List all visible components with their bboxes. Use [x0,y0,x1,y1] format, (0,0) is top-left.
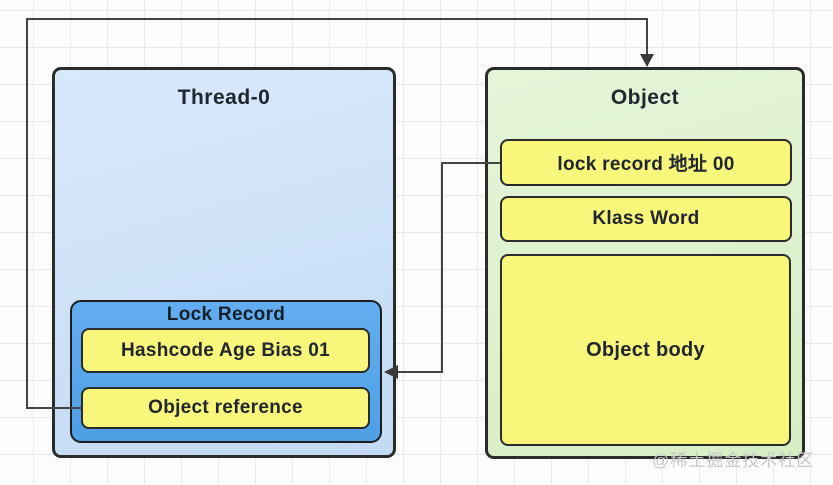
thread-0-box: Thread-0 Lock Record Hashcode Age Bias 0… [52,67,396,458]
klass-word-cell: Klass Word [500,196,792,242]
lock-record-title: Lock Record [166,304,286,325]
hashcode-age-bias-cell: Hashcode Age Bias 01 [81,328,370,373]
watermark-text: @稀土掘金技术社区 [652,451,815,470]
connector-objectref-to-object-drop-segment [646,18,648,58]
connector-objectref-to-object-start-segment [26,407,82,409]
lock-record-box: Lock Record Hashcode Age Bias 01 Object … [70,300,382,443]
arrowhead-left-icon [384,365,398,379]
object-title: Object [610,86,680,109]
object-body-cell: Object body [500,254,791,446]
connector-lockaddr-to-lockrecord-end-segment [396,371,443,373]
connector-objectref-to-object-left-segment [26,18,28,409]
object-reference-cell: Object reference [81,387,370,429]
object-box: Object lock record 地址 00 Klass Word Obje… [485,67,805,459]
thread-0-title: Thread-0 [177,86,271,109]
connector-objectref-to-object-top-segment [26,18,648,20]
connector-lockaddr-to-lockrecord-start-segment [441,162,501,164]
arrowhead-down-icon [640,54,654,67]
lock-record-address-cell: lock record 地址 00 [500,139,792,186]
connector-lockaddr-to-lockrecord-drop-segment [441,162,443,372]
